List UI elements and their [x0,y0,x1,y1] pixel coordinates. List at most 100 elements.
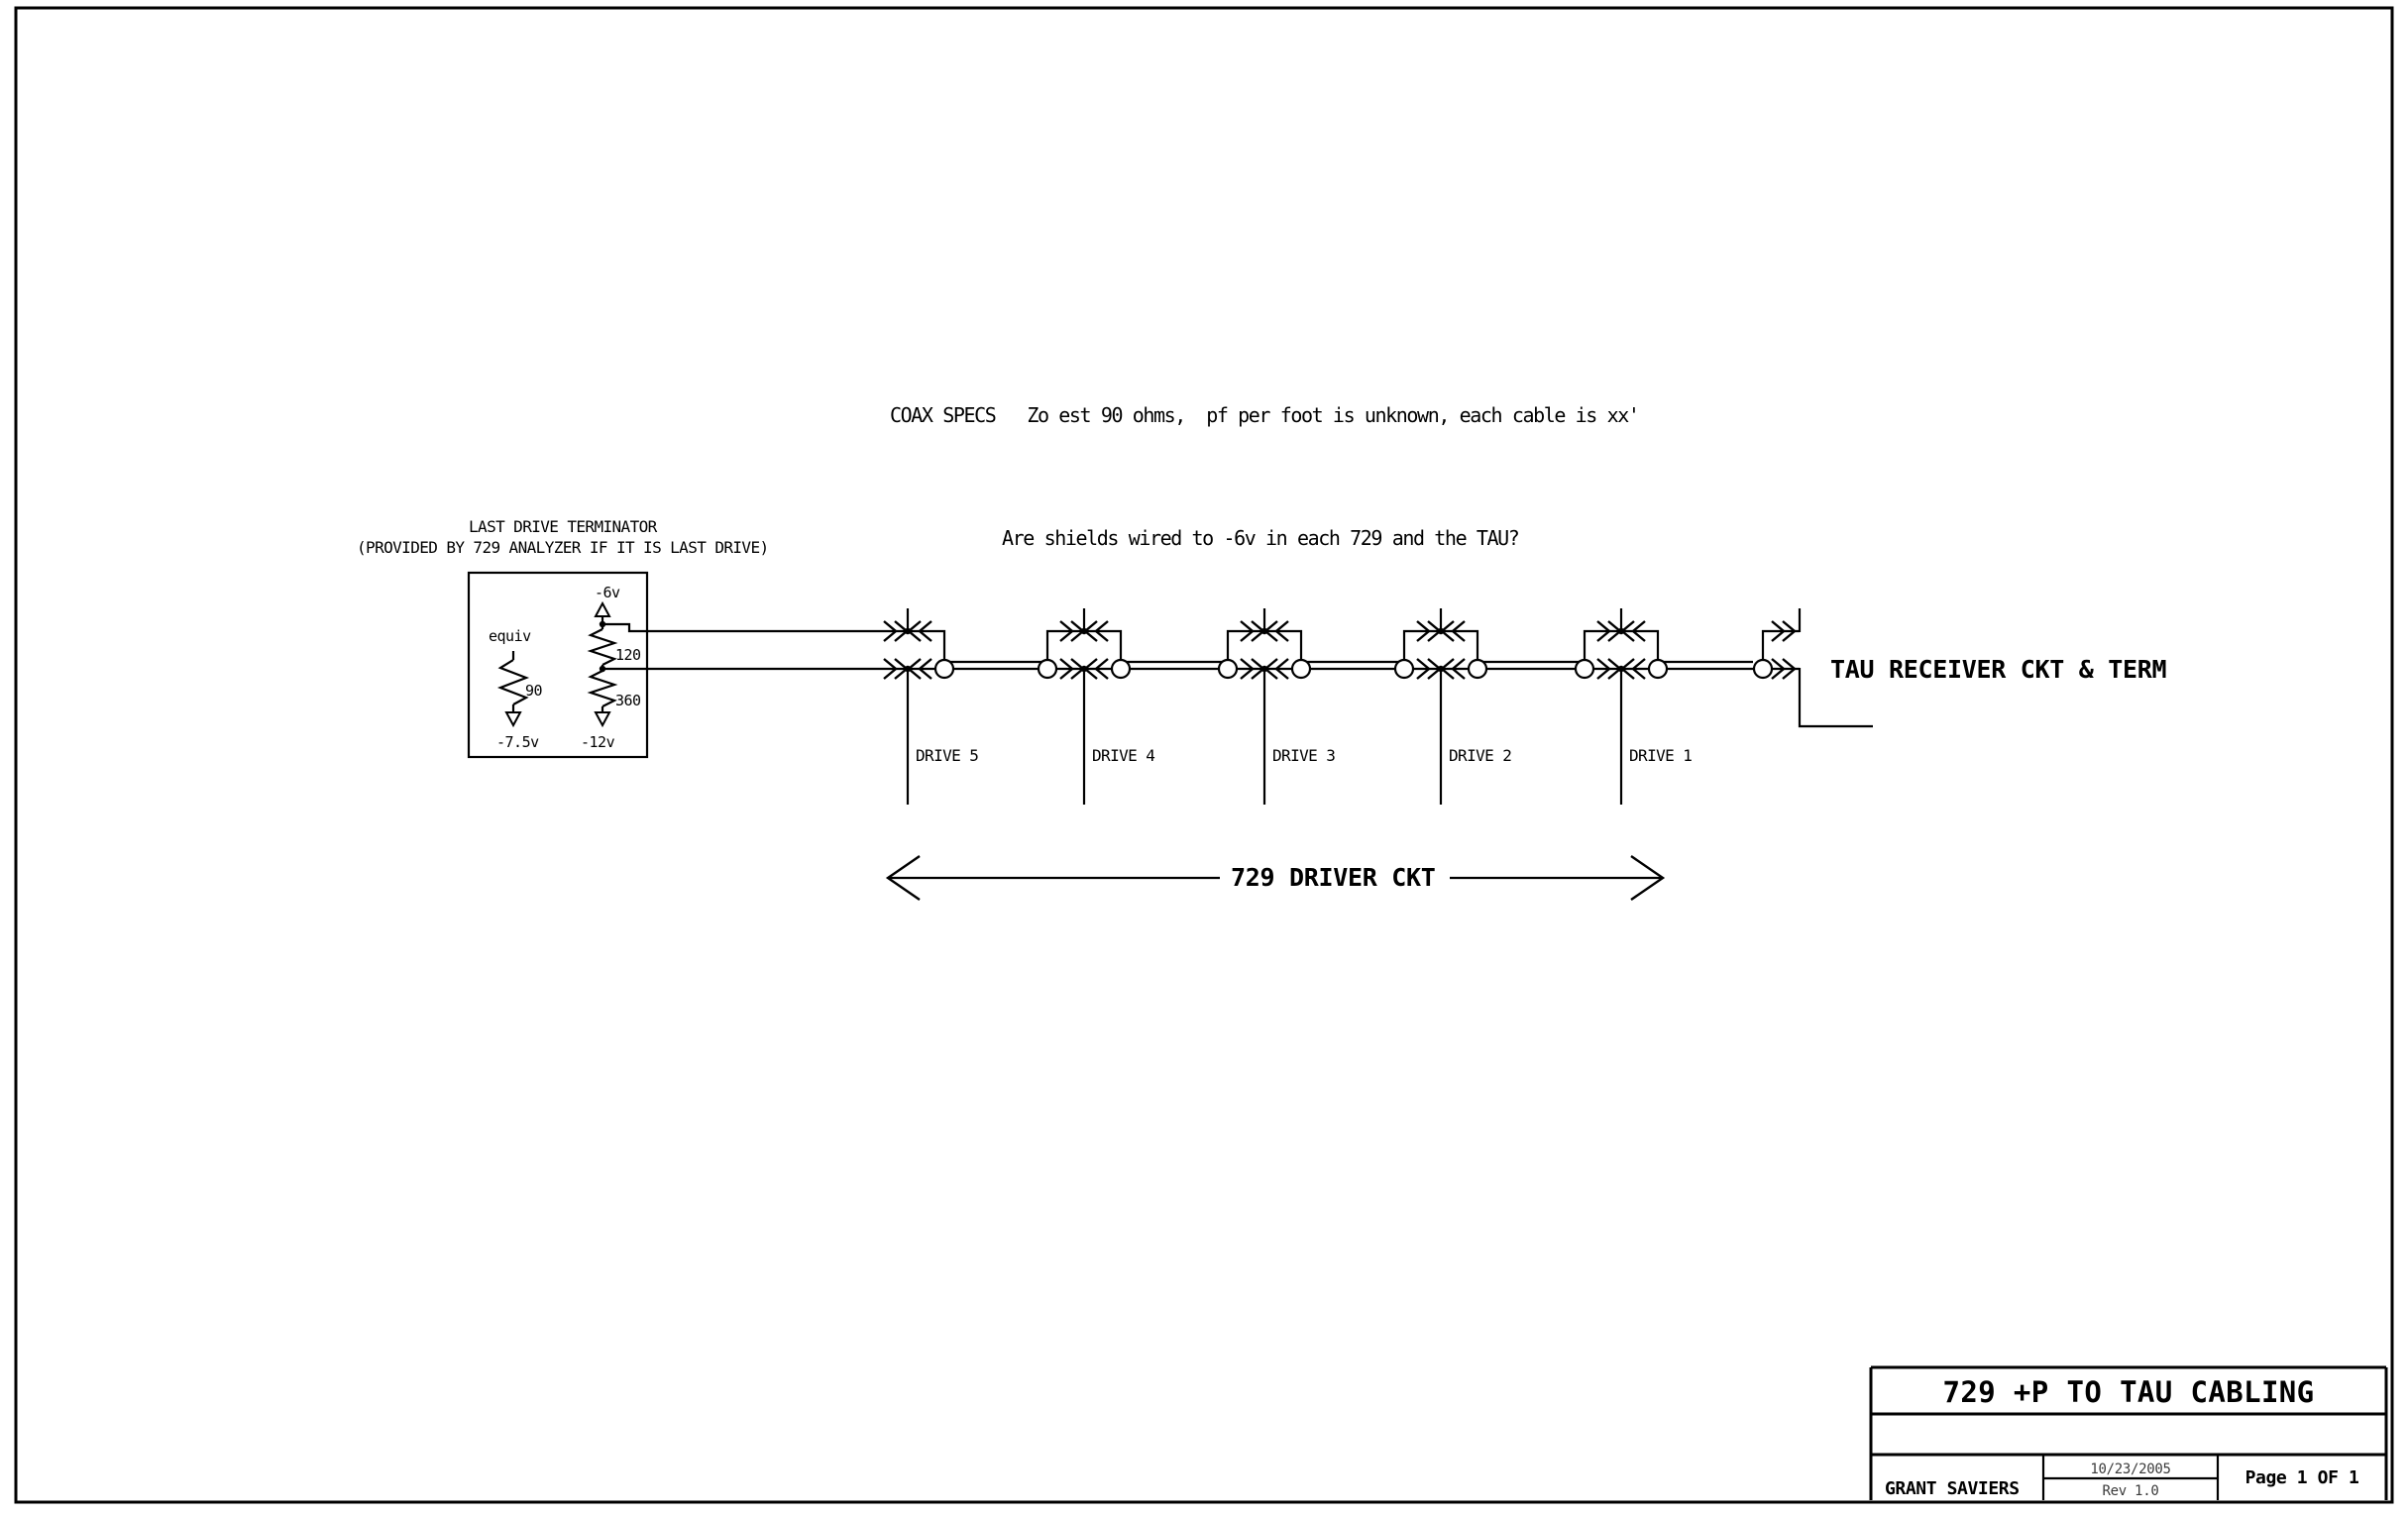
male-connector-chevron [1416,658,1431,680]
male-connector-chevron [1240,620,1255,642]
resistor-zigzag-120 [587,628,618,666]
top-rail-label: -6v [595,584,620,601]
coax-connector-circle [1037,658,1058,680]
drive-label: DRIVE 2 [1449,746,1511,765]
top-bypass-wire [602,622,946,660]
top-bypass-wire [1583,629,1660,660]
male-connector-chevron [1427,620,1442,642]
coax-connector-circle [1290,658,1312,680]
tau-receiver-label: TAU RECEIVER CKT & TERM [1830,655,2166,684]
drawing-date: 10/23/2005 [2090,1462,2170,1477]
male-connector-chevron [894,658,909,680]
female-connector-chevron [1451,620,1466,642]
top-bypass-wire [1402,629,1479,660]
arrow-up-icon [594,600,611,617]
male-connector-chevron [1596,620,1611,642]
female-connector-chevron [1274,620,1289,642]
terminator-subheading: (PROVIDED BY 729 ANALYZER IF IT IS LAST … [357,538,769,557]
coax-connector-circle [1110,658,1132,680]
driver-ckt-label: 729 DRIVER CKT [1231,863,1436,892]
coax-connector-circle [1647,658,1669,680]
male-connector-chevron [1427,658,1442,680]
male-connector-chevron [1771,620,1786,642]
female-connector-chevron [918,658,932,680]
terminator-box [467,571,649,759]
female-connector-chevron [1631,658,1646,680]
resistor-zigzag-equiv [496,659,530,705]
drive-label: DRIVE 1 [1629,746,1692,765]
coax-specs-note: COAX SPECS Zo est 90 ohms, pf per foot i… [890,403,1639,427]
coax-connector-circle [1217,658,1239,680]
male-connector-chevron [1416,620,1431,642]
equiv-resistor-value: 90 [525,682,543,700]
male-connector-chevron [1596,658,1611,680]
drive-label: DRIVE 4 [1092,746,1154,765]
equiv-rail-label: -7.5v [496,733,539,751]
male-connector-chevron [883,658,898,680]
upper-resistor-value: 120 [615,646,641,664]
female-connector-chevron [1083,620,1098,642]
male-connector-chevron [1070,658,1085,680]
drawing-title: 729 +P TO TAU CABLING [1942,1375,2314,1409]
coax-connector-circle [1752,658,1774,680]
female-connector-chevron [1263,658,1278,680]
female-connector-chevron [918,620,932,642]
drive-label: DRIVE 3 [1272,746,1335,765]
male-connector-chevron [1059,658,1074,680]
male-connector-chevron [1251,658,1265,680]
drive-unit-4: DRIVE 4 [1059,608,1155,805]
male-connector-chevron [1607,620,1622,642]
page-number: Page 1 OF 1 [2245,1467,2359,1488]
drive-unit-3: DRIVE 3 [1240,608,1336,805]
arrow-down-icon [594,711,611,728]
coax-bus [602,622,1800,680]
arrow-right-icon [1630,855,1666,901]
lower-resistor-value: 360 [615,692,641,709]
arrow-down-icon [504,711,522,728]
driver-ckt-span: 729 DRIVER CKT [885,855,1666,901]
male-connector-chevron [1059,620,1074,642]
last-drive-terminator: LAST DRIVE TERMINATOR (PROVIDED BY 729 A… [357,517,769,759]
bottom-rail-label: -12v [581,733,615,751]
equiv-label: equiv [489,627,531,645]
top-bypass-wire [1226,629,1303,660]
page-border [14,6,2394,1504]
top-bypass-wire [1045,629,1123,660]
female-connector-chevron [1094,620,1109,642]
male-connector-chevron [1782,658,1797,680]
shields-question-note: Are shields wired to -6v in each 729 and… [1002,526,1519,550]
female-connector-chevron [907,620,922,642]
male-connector-chevron [894,620,909,642]
female-connector-chevron [1440,658,1455,680]
female-connector-chevron [1083,658,1098,680]
female-connector-chevron [907,658,922,680]
male-connector-chevron [883,620,898,642]
title-block: 729 +P TO TAU CABLING GRANT SAVIERS 10/2… [1869,1365,2388,1500]
coax-connector-circle [1574,658,1595,680]
drive-unit-1: DRIVE 1 [1596,608,1693,805]
drive-label: DRIVE 5 [916,746,978,765]
resistor-zigzag-360 [587,670,618,707]
drawing-revision: Rev 1.0 [2103,1483,2159,1499]
female-connector-chevron [1631,620,1646,642]
male-connector-chevron [1251,620,1265,642]
female-connector-chevron [1440,620,1455,642]
male-connector-chevron [1240,658,1255,680]
drive-unit-2: DRIVE 2 [1416,608,1512,805]
male-connector-chevron [1771,658,1786,680]
tau-receiver-end: TAU RECEIVER CKT & TERM [1761,608,2167,728]
male-connector-chevron [1782,620,1797,642]
tau-bottom-terminal-wire [1798,668,1873,728]
top-bypass-wire [1761,629,1800,660]
female-connector-chevron [1451,658,1466,680]
female-connector-chevron [1620,620,1635,642]
author-name: GRANT SAVIERS [1885,1478,2020,1499]
male-connector-chevron [1607,658,1622,680]
male-connector-chevron [1070,620,1085,642]
terminator-heading: LAST DRIVE TERMINATOR [469,517,658,536]
coax-connector-circle [1393,658,1415,680]
female-connector-chevron [1263,620,1278,642]
drive-unit-5: DRIVE 5 [883,608,979,805]
female-connector-chevron [1274,658,1289,680]
